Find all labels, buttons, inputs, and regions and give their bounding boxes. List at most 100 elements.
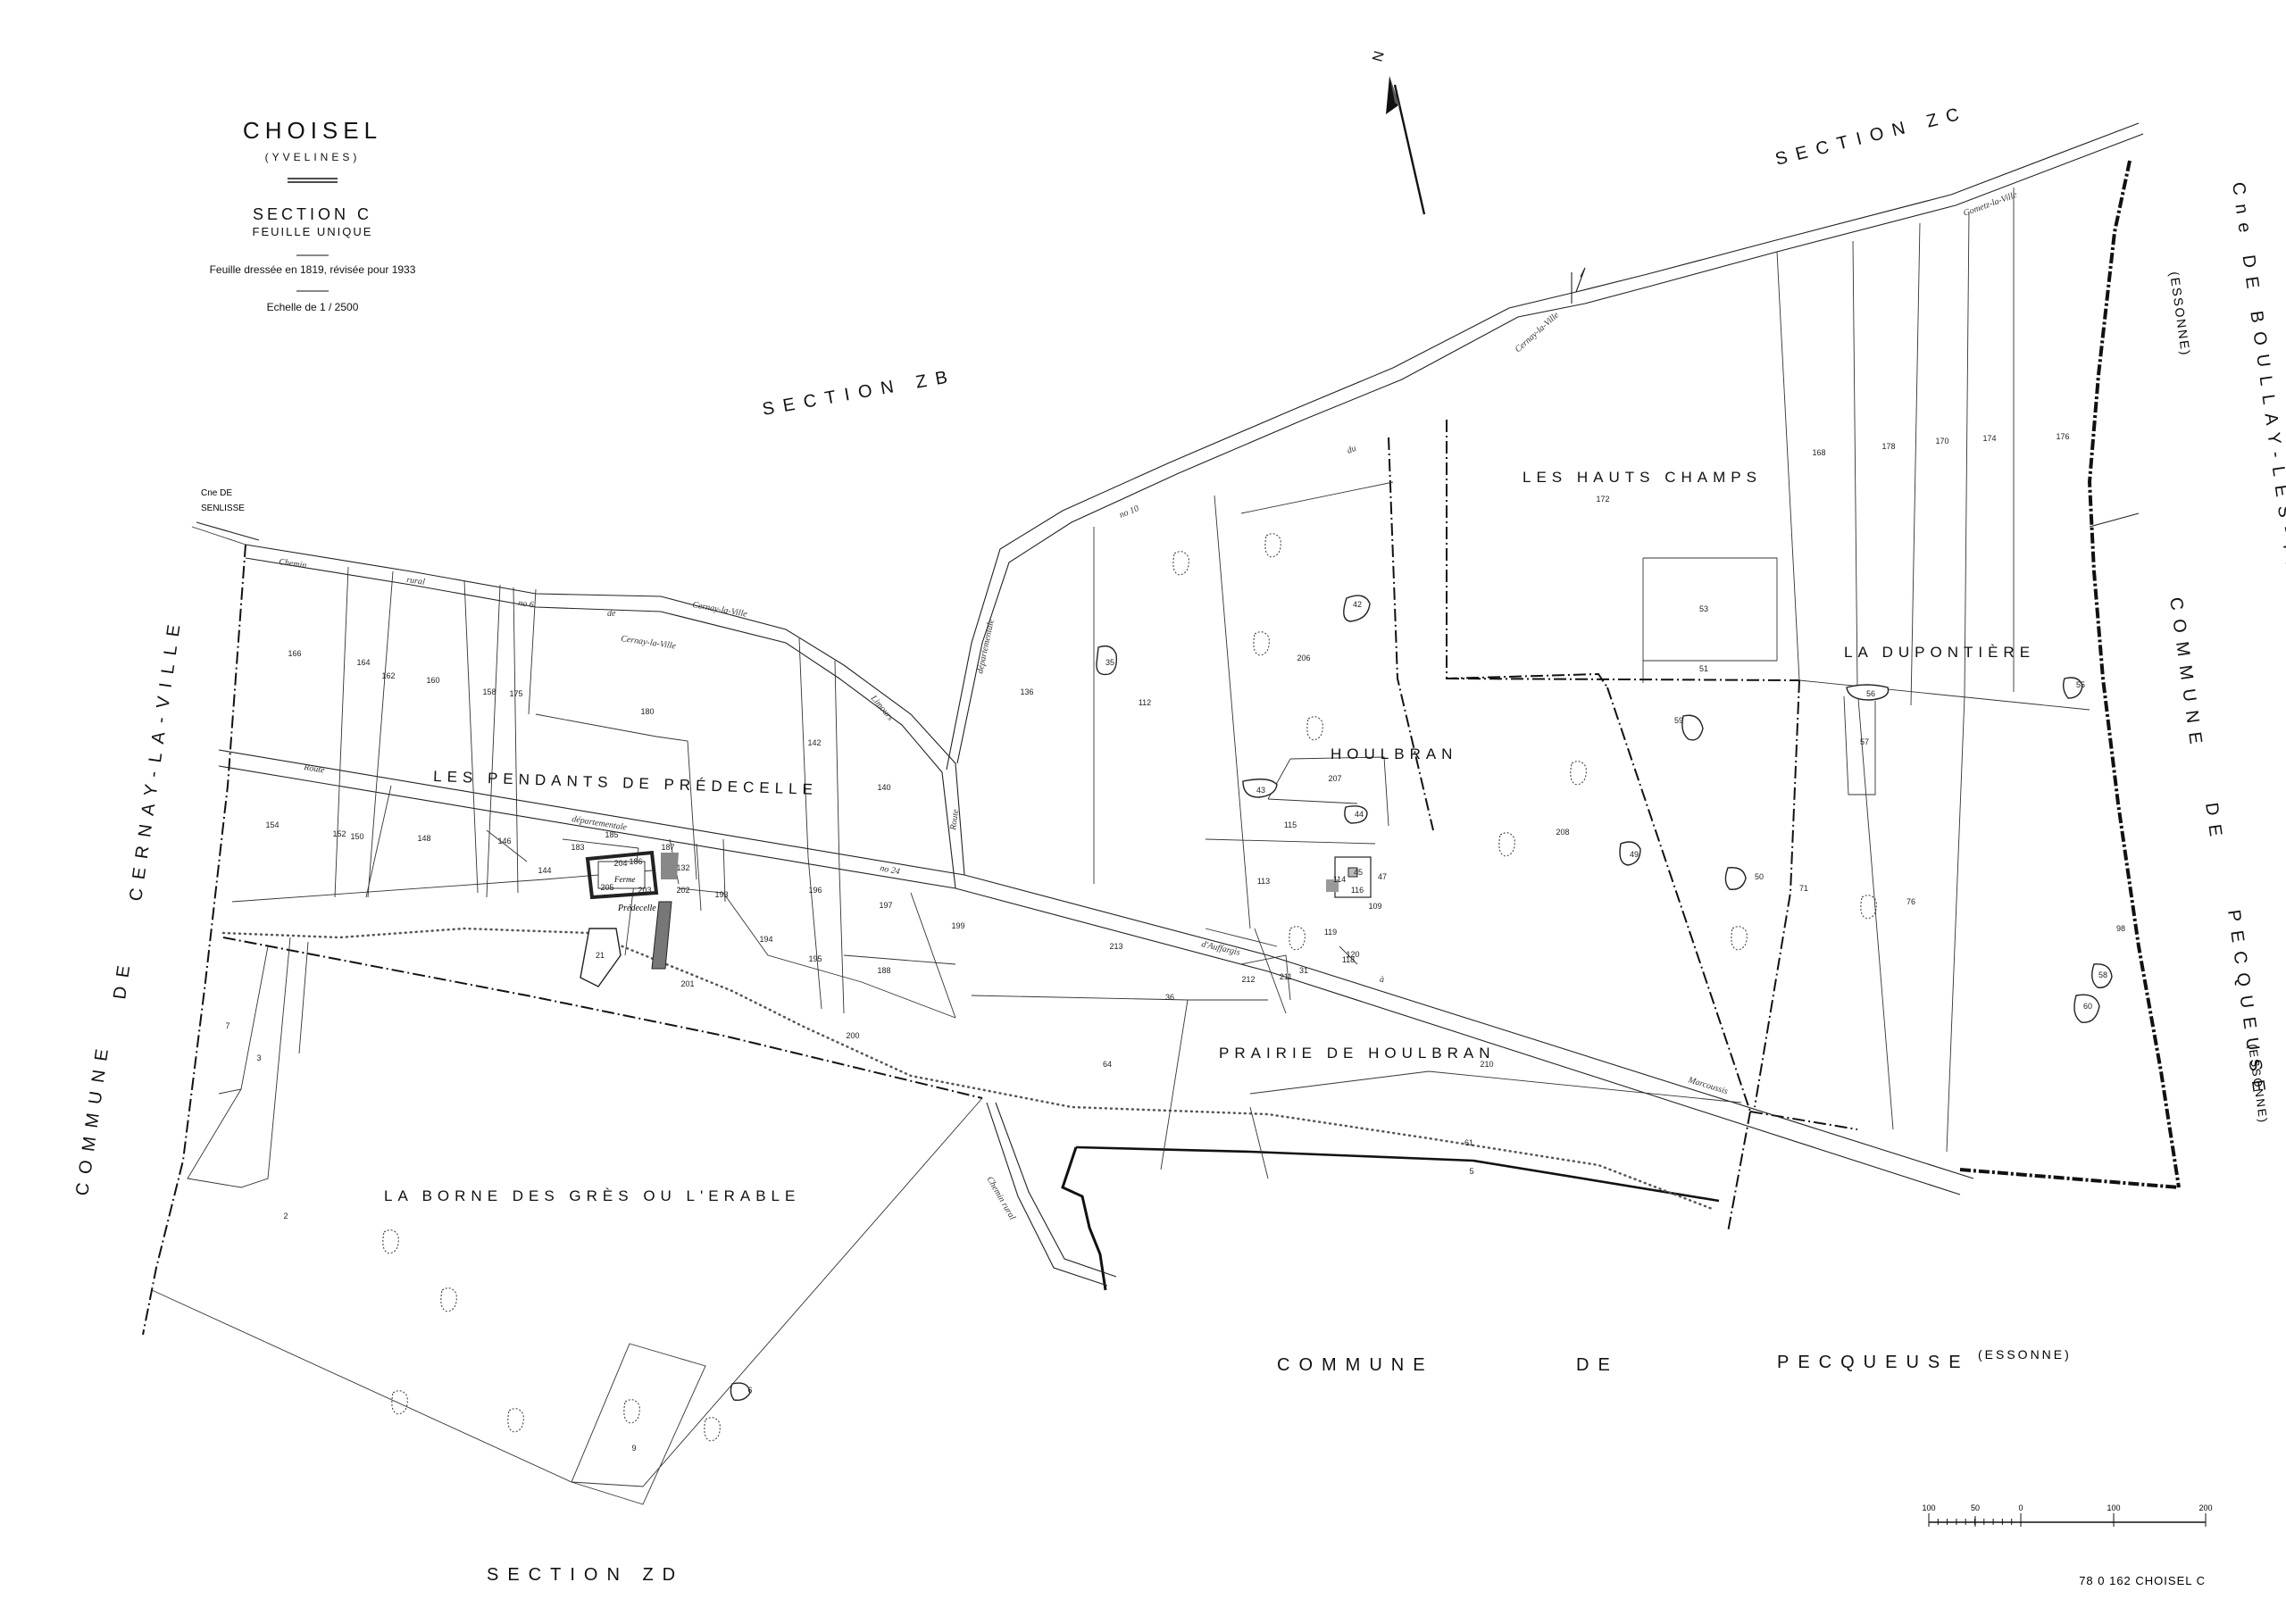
boullay-label: Cne DE BOULLAY-LES-TROUX: [2228, 181, 2286, 649]
parcel-number: 197: [879, 901, 892, 910]
parcel-number: 118: [1342, 955, 1355, 964]
parcel-number: 183: [571, 843, 584, 852]
boullay-essonne-label: (ESSONNE): [2167, 271, 2193, 357]
parcel-number: 205: [600, 883, 613, 892]
parcel-number: 144: [538, 866, 551, 875]
parcel-number: 180: [640, 707, 654, 716]
parcel-number: 56: [1866, 689, 1875, 698]
parcel-number: 58: [2098, 970, 2107, 979]
map-scale: Echelle de 1 / 2500: [267, 301, 359, 313]
parcel-number: 120: [1346, 950, 1359, 959]
road-name: Cernay-la-Ville: [691, 600, 748, 620]
parcel-number: 175: [509, 689, 522, 698]
parcel-number: 9: [631, 1444, 636, 1453]
parcel-number: 42: [1353, 600, 1362, 609]
road-name: no 24: [879, 863, 900, 877]
road-name: rural: [406, 575, 426, 587]
road-name: Cernay-la-Ville: [621, 634, 678, 652]
cne-senlisse-label-2: SENLISSE: [201, 504, 245, 513]
road-name: Chemin: [279, 557, 307, 570]
area-labels: SECTION ZC SECTION ZB SECTION ZD Cne DE …: [72, 103, 2286, 1585]
parcel-number: 188: [877, 966, 890, 975]
parcel-number: 210: [1480, 1060, 1493, 1069]
ponds: [730, 595, 2113, 1402]
parcel-number: 168: [1812, 448, 1825, 457]
parcel-number: 51: [1699, 664, 1708, 673]
parcel-number: 158: [482, 687, 496, 696]
parcel-number: 50: [1755, 872, 1764, 881]
commune-bottom-label: COMMUNE: [1277, 1355, 1434, 1375]
lieu-dit-hauts-champs: LES HAUTS CHAMPS: [1523, 469, 1762, 486]
parcel-number: 211: [1280, 972, 1292, 981]
road-name: Marcoussis: [1686, 1075, 1729, 1096]
parcel-number: 71: [1799, 884, 1808, 893]
tree-symbols: [382, 533, 1877, 1442]
parcel-number: 6: [747, 1386, 752, 1395]
parcel-number: 203: [638, 886, 651, 895]
parcel-number: 201: [680, 979, 694, 988]
scale-tick-label: 200: [2198, 1503, 2212, 1512]
road-name: Route: [948, 808, 961, 831]
road-name: no 6: [518, 598, 535, 610]
road-name: Chemin rural: [984, 1175, 1017, 1222]
parcel-number: 112: [1139, 698, 1151, 707]
parcel-number: 204: [613, 859, 627, 868]
parcel-number: 202: [676, 886, 689, 895]
commune-left-label: COMMUNE: [72, 1039, 113, 1197]
map-history: Feuille dressée en 1819, révisée pour 19…: [210, 263, 416, 276]
road-name: du: [1346, 444, 1357, 456]
cernay-label: CERNAY-LA-VILLE: [126, 614, 186, 902]
parcel-number: 170: [1935, 437, 1948, 446]
parcel-number: 193: [714, 890, 728, 899]
parcel-number: 195: [808, 954, 822, 963]
parcel-number: 35: [1105, 658, 1114, 667]
scale-bar: 100 50 0 100 200: [1922, 1503, 2213, 1527]
scale-tick-label: 100: [1922, 1503, 1935, 1512]
parcel-number: 114: [1333, 875, 1346, 884]
parcel-number: 49: [1630, 850, 1639, 859]
parcel-number: 213: [1109, 942, 1122, 951]
title-block: CHOISEL (YVELINES) SECTION C FEUILLE UNI…: [210, 117, 416, 313]
scale-tick-label: 0: [2018, 1503, 2023, 1512]
parcel-number: 166: [288, 649, 301, 658]
lieu-dit-prairie: PRAIRIE DE HOULBRAN: [1219, 1045, 1496, 1062]
essonne-bottom-label: (ESSONNE): [1978, 1347, 2072, 1362]
parcel-number: 174: [1982, 434, 1996, 443]
parcel-number: 53: [1699, 604, 1708, 613]
parcel-number: 21: [596, 951, 605, 960]
parcel-lines: [151, 187, 2090, 1505]
parcel-number: 43: [1256, 786, 1265, 795]
lieu-dit-houlbran: HOULBRAN: [1331, 745, 1457, 762]
parcel-number: 136: [1020, 687, 1033, 696]
parcel-number: 119: [1324, 928, 1337, 937]
road-name: départementale: [975, 618, 997, 675]
parcel-number: 31: [1299, 966, 1308, 975]
parcel-number: 194: [759, 935, 772, 944]
north-arrow-icon: N: [1370, 49, 1426, 215]
parcel-number: 132: [676, 863, 689, 872]
parcel-number: 116: [1351, 886, 1364, 895]
parcel-number: 186: [629, 857, 642, 866]
parcel-number: 150: [350, 832, 363, 841]
parcel-number: 162: [381, 671, 395, 680]
parcel-number: 207: [1328, 774, 1341, 783]
parcel-number: 36: [1165, 993, 1174, 1002]
road-name: de: [607, 609, 616, 619]
commune-right-label: COMMUNE: [2165, 596, 2207, 754]
lieu-dit-borne: LA BORNE DES GRÈS OU L'ERABLE: [384, 1187, 800, 1204]
road-name: Gometz-la-Ville: [1962, 190, 2019, 219]
parcel-number: 200: [846, 1031, 859, 1040]
parcel-number: 176: [2056, 432, 2069, 441]
parcel-number: 7: [225, 1021, 229, 1030]
buildings: [580, 850, 1372, 987]
road-name: à: [1380, 975, 1384, 985]
parcel-number: 212: [1241, 975, 1255, 984]
pecqueuse-bottom-label: PECQUEUSE: [1777, 1353, 1970, 1372]
parcel-number: 76: [1906, 897, 1915, 906]
parcel-number: 113: [1257, 877, 1270, 886]
parcel-number: 2: [283, 1212, 288, 1220]
parcel-number: 47: [1378, 872, 1387, 881]
section-zc-label: SECTION ZC: [1773, 103, 1970, 170]
map-sheet: FEUILLE UNIQUE: [253, 225, 373, 238]
